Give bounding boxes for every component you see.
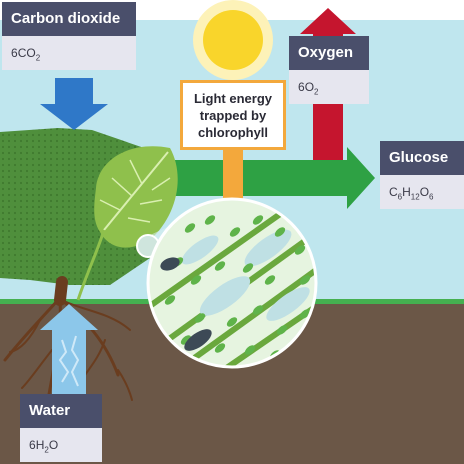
glucose-formula: C6H12O6 <box>380 175 464 209</box>
glucose-arrow <box>150 147 375 209</box>
formula-subscript: 2 <box>35 53 41 63</box>
glucose-title: Glucose <box>380 141 464 175</box>
sun-icon <box>193 0 273 80</box>
carbon-dioxide-formula: 6CO2 <box>2 36 136 70</box>
formula-subscript: 6 <box>429 192 434 202</box>
water-label: Water 6H2O <box>20 394 102 462</box>
oxygen-title: Oxygen <box>289 36 369 70</box>
water-formula: 6H2O <box>20 428 102 462</box>
oxygen-formula: 6O2 <box>289 70 369 104</box>
carbon-dioxide-arrow <box>40 78 108 130</box>
light-energy-label: Light energy trapped by chlorophyll <box>180 80 286 150</box>
formula-subscript: 2 <box>44 445 49 455</box>
water-title: Water <box>20 394 102 428</box>
carbon-dioxide-label: Carbon dioxide 6CO2 <box>2 2 136 70</box>
carbon-dioxide-title: Carbon dioxide <box>2 2 136 36</box>
formula-subscript: 2 <box>314 87 319 97</box>
leaf <box>76 146 178 301</box>
leaf-cell-magnified <box>146 197 318 369</box>
glucose-label: Glucose C6H12O6 <box>380 141 464 209</box>
formula-subscript: 12 <box>410 192 420 202</box>
water-arrow <box>40 304 98 396</box>
formula-subscript: 6 <box>397 192 403 202</box>
oxygen-label: Oxygen 6O2 <box>289 36 369 104</box>
